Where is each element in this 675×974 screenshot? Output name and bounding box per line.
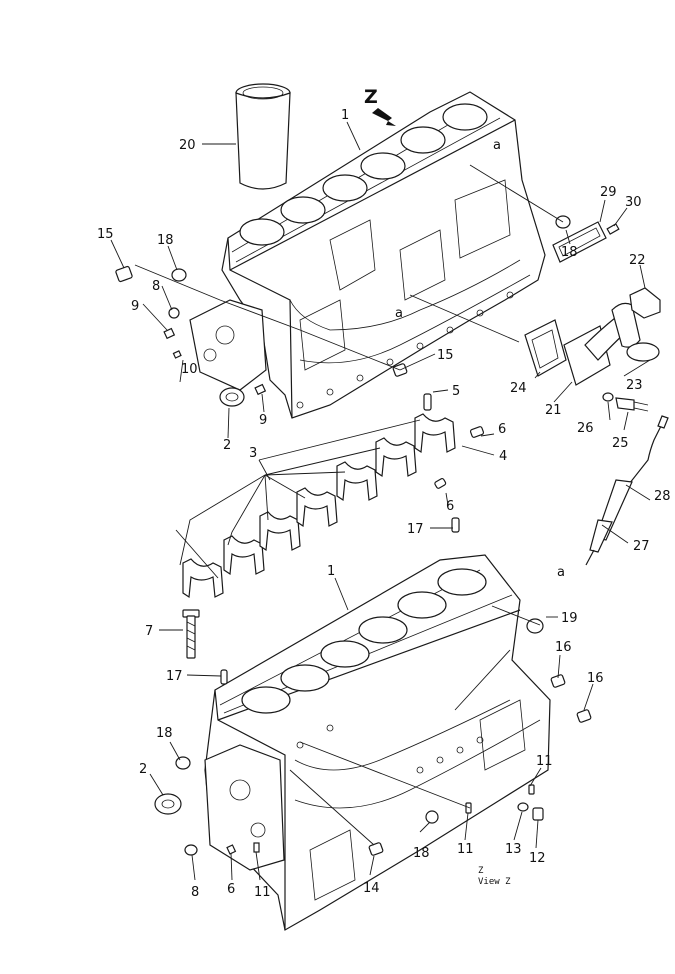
callout-16-lower: 16 [587, 671, 604, 686]
callout-1-upper: 1 [341, 108, 349, 123]
callout-10: 10 [181, 362, 198, 377]
callout-9-upper-right: 9 [259, 413, 267, 428]
callout-21: 21 [545, 403, 562, 418]
callout-a-right: a [493, 138, 501, 153]
callout-a-upper: a [395, 306, 403, 321]
callout-18-lower-left: 18 [156, 726, 173, 741]
lower-small-parts [154, 618, 592, 856]
callout-6-upper: 6 [498, 422, 506, 437]
cap-bolts [182, 393, 485, 659]
view-caption-line1: Z [478, 866, 484, 876]
callout-8-upper: 8 [152, 279, 160, 294]
callout-16-upper: 16 [555, 640, 572, 655]
callout-6-middle: 6 [446, 499, 454, 514]
callout-14: 14 [363, 881, 380, 896]
upper-cylinder-block [189, 91, 546, 419]
callout-18-lower-middle: 18 [413, 846, 430, 861]
callout-26: 26 [577, 421, 594, 436]
leader-lines [110, 121, 651, 881]
callout-6-lower: 6 [227, 882, 235, 897]
callout-17-middle: 17 [407, 522, 424, 537]
callout-23: 23 [626, 378, 643, 393]
callout-25: 25 [612, 436, 629, 451]
callout-22: 22 [629, 253, 646, 268]
view-caption-line2: View Z [478, 877, 511, 887]
view-caption: Z View Z [478, 866, 511, 887]
view-marker-z: Z [364, 86, 378, 108]
view-direction-arrow [372, 108, 396, 126]
callout-3: 3 [249, 446, 257, 461]
callout-5: 5 [452, 384, 460, 399]
cylinder-liner [235, 83, 291, 190]
callout-19: 19 [561, 611, 578, 626]
callout-labels: 1 20 15 18 8 9 10 2 9 15 29 30 18 22 24 … [97, 108, 671, 900]
callout-15-middle: 15 [437, 348, 454, 363]
pipe-assembly [524, 287, 661, 412]
callout-27: 27 [633, 539, 650, 554]
callout-24: 24 [510, 381, 527, 396]
upper-small-parts [115, 265, 408, 407]
callout-2-upper: 2 [223, 438, 231, 453]
callout-9-upper-left: 9 [131, 299, 139, 314]
callout-12: 12 [529, 851, 546, 866]
callout-11-lower: 11 [254, 885, 271, 900]
callout-a-dipstick: a [557, 565, 565, 580]
main-bearing-caps [182, 413, 456, 599]
callout-20: 20 [179, 138, 196, 153]
lower-cylinder-block [204, 554, 551, 931]
callout-18-upper-left: 18 [157, 233, 174, 248]
callout-28: 28 [654, 489, 671, 504]
callout-30: 30 [625, 195, 642, 210]
callout-4: 4 [499, 449, 507, 464]
callout-11-middle: 11 [457, 842, 474, 857]
callout-7: 7 [145, 624, 153, 639]
callout-2-lower: 2 [139, 762, 147, 777]
callout-17-lower: 17 [166, 669, 183, 684]
callout-29: 29 [600, 185, 617, 200]
callout-13: 13 [505, 842, 522, 857]
callout-8-lower: 8 [191, 885, 199, 900]
callout-11-right: 11 [536, 754, 553, 769]
callout-18-upper-right: 18 [561, 245, 578, 260]
callout-15-upper: 15 [97, 227, 114, 242]
callout-1-lower: 1 [327, 564, 335, 579]
